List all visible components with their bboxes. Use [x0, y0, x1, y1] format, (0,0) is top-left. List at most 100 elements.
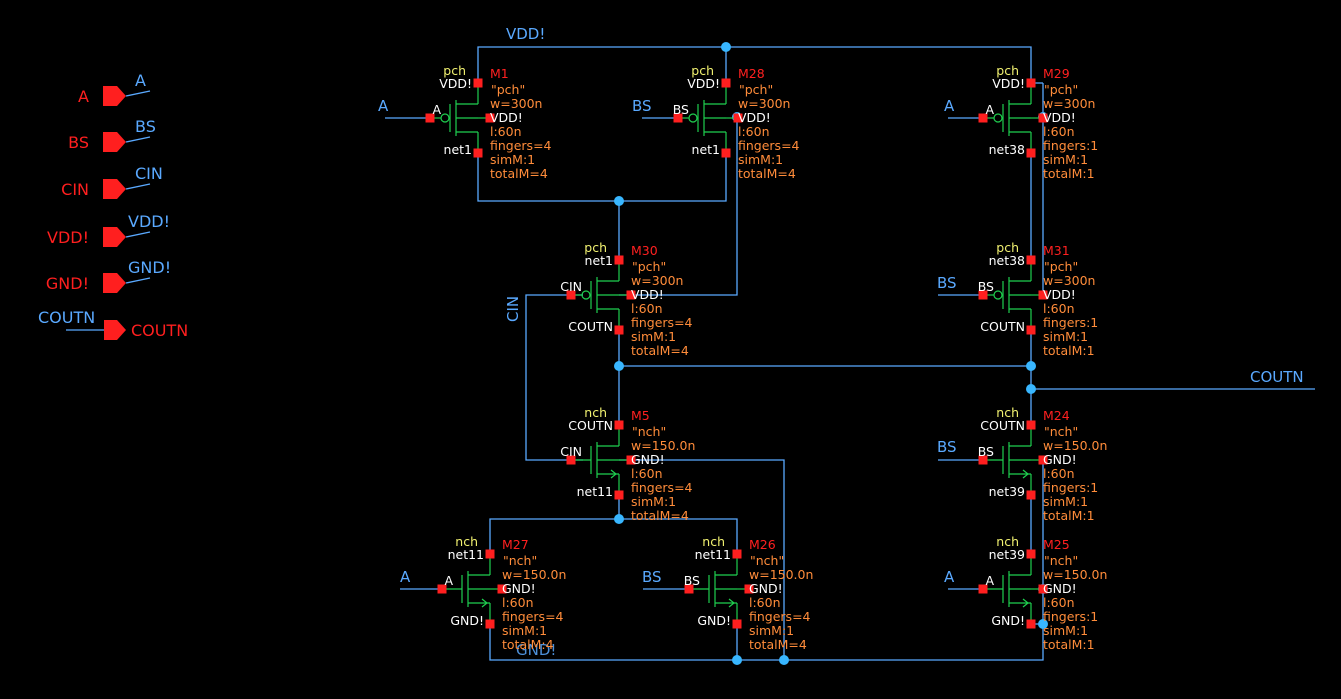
pin-a[interactable]: AA [78, 71, 151, 106]
pin-wire [125, 183, 151, 190]
terminal-gate[interactable] [978, 113, 988, 123]
terminal-bulk[interactable] [744, 584, 754, 594]
terminal-bottom[interactable] [1026, 619, 1036, 629]
terminal-bulk[interactable] [1038, 584, 1048, 594]
terminal-gate[interactable] [566, 290, 576, 300]
gate-label-m31: BS [937, 274, 957, 292]
transistor-m28[interactable]: pchVDD!BSVDD!net1M28"pch"w=300nl:60nfing… [673, 63, 800, 181]
top-terminal-label: VDD! [439, 76, 472, 91]
terminal-bulk[interactable] [626, 455, 636, 465]
net11-wire[interactable] [489, 518, 738, 554]
pin-gnd[interactable]: GND!GND! [46, 258, 171, 293]
device-name: M24 [1043, 408, 1070, 423]
device-fingers: fingers=4 [738, 138, 800, 153]
device-name: M30 [631, 243, 658, 258]
device-width: w=300n [1043, 273, 1095, 288]
device-model: "pch" [1044, 259, 1078, 274]
device-length: l:60n [631, 466, 663, 481]
terminal-bulk[interactable] [1038, 455, 1048, 465]
pin-shape [103, 179, 126, 199]
transistor-m30[interactable]: pchnet1CINVDD!COUTNM30"pch"w=300nl:60nfi… [560, 240, 692, 358]
terminal-gate[interactable] [673, 113, 683, 123]
terminal-top[interactable] [614, 420, 624, 430]
pin-vdd[interactable]: VDD!VDD! [47, 212, 170, 247]
device-fingers: fingers=4 [631, 480, 693, 495]
transistor-m25[interactable]: nchnet39AGND!GND!M25"nch"w=150.0nl:60nfi… [978, 534, 1108, 652]
device-fingers: fingers=4 [749, 609, 811, 624]
pin-wire-label: VDD! [128, 212, 170, 231]
transistor-m31[interactable]: pchnet38BSVDD!COUTNM31"pch"w=300nl:60nfi… [978, 240, 1099, 358]
terminal-top[interactable] [614, 255, 624, 265]
transistor-m29[interactable]: pchVDD!AVDD!net38M29"pch"w=300nl:60nfing… [978, 63, 1099, 181]
pin-wire-label: BS [135, 117, 156, 136]
junction-coutn-left [614, 361, 624, 371]
device-model: "nch" [750, 553, 784, 568]
transistor-m24[interactable]: nchCOUTNBSGND!net39M24"nch"w=150.0nl:60n… [978, 405, 1108, 523]
terminal-bottom[interactable] [485, 619, 495, 629]
device-length: l:60n [1043, 301, 1075, 316]
terminal-bottom[interactable] [1026, 325, 1036, 335]
bulk-terminal-label: GND! [749, 581, 783, 596]
terminal-top[interactable] [1026, 420, 1036, 430]
device-model: "pch" [739, 82, 773, 97]
terminal-top[interactable] [1026, 549, 1036, 559]
terminal-gate[interactable] [425, 113, 435, 123]
bulk-terminal-label: VDD! [738, 110, 771, 125]
device-name: M5 [631, 408, 650, 423]
terminal-top[interactable] [485, 549, 495, 559]
vdd-rail-wire[interactable] [477, 46, 1032, 83]
terminal-bottom[interactable] [614, 325, 624, 335]
terminal-bulk[interactable] [733, 113, 743, 123]
gate-pin-label: A [444, 573, 453, 588]
terminal-bottom[interactable] [473, 148, 483, 158]
junction-vdd [721, 42, 731, 52]
terminal-bottom[interactable] [721, 148, 731, 158]
terminal-top[interactable] [473, 78, 483, 88]
transistor-m26[interactable]: nchnet11BSGND!GND!M26"nch"w=150.0nl:60nf… [684, 534, 814, 652]
terminal-gate[interactable] [978, 584, 988, 594]
net1-wire[interactable] [477, 153, 727, 202]
terminal-bulk[interactable] [1038, 113, 1048, 123]
device-model: "pch" [1044, 82, 1078, 97]
terminal-gate[interactable] [437, 584, 447, 594]
device-fingers: fingers:1 [1043, 480, 1098, 495]
transistor-m5[interactable]: nchCOUTNCINGND!net11M5"nch"w=150.0nl:60n… [560, 405, 695, 523]
terminal-bulk[interactable] [485, 113, 495, 123]
device-model: "pch" [632, 259, 666, 274]
source-arrow [1022, 598, 1029, 608]
pin-shape [103, 227, 126, 247]
net-label-coutn: COUTN [1250, 368, 1304, 386]
terminal-bulk[interactable] [497, 584, 507, 594]
terminal-bulk[interactable] [1038, 290, 1048, 300]
terminal-top[interactable] [721, 78, 731, 88]
transistor-m1[interactable]: pchVDD!AVDD!net1M1"pch"w=300nl:60nfinger… [425, 63, 552, 181]
transistor-m27[interactable]: nchnet11AGND!GND!M27"nch"w=150.0nl:60nfi… [437, 534, 567, 652]
terminal-top[interactable] [1026, 255, 1036, 265]
terminal-top[interactable] [732, 549, 742, 559]
bottom-terminal-label: COUTN [568, 319, 613, 334]
terminal-bottom[interactable] [614, 490, 624, 500]
device-width: w=150.0n [1043, 438, 1107, 453]
device-name: M27 [502, 537, 529, 552]
device-simm: simM:1 [1043, 152, 1088, 167]
terminal-gate[interactable] [684, 584, 694, 594]
device-fingers: fingers=4 [502, 609, 564, 624]
terminal-bottom[interactable] [1026, 490, 1036, 500]
terminal-gate[interactable] [566, 455, 576, 465]
terminal-bulk[interactable] [626, 290, 636, 300]
terminal-top[interactable] [1026, 78, 1036, 88]
device-length: l:60n [1043, 595, 1075, 610]
top-terminal-label: COUTN [568, 418, 613, 433]
terminal-gate[interactable] [978, 290, 988, 300]
terminal-bottom[interactable] [732, 619, 742, 629]
terminal-bottom[interactable] [1026, 148, 1036, 158]
bulk-terminal-label: GND! [631, 452, 665, 467]
terminal-gate[interactable] [978, 455, 988, 465]
cin-wire[interactable] [525, 294, 583, 461]
device-width: w=300n [631, 273, 683, 288]
device-type: nch [455, 534, 478, 549]
